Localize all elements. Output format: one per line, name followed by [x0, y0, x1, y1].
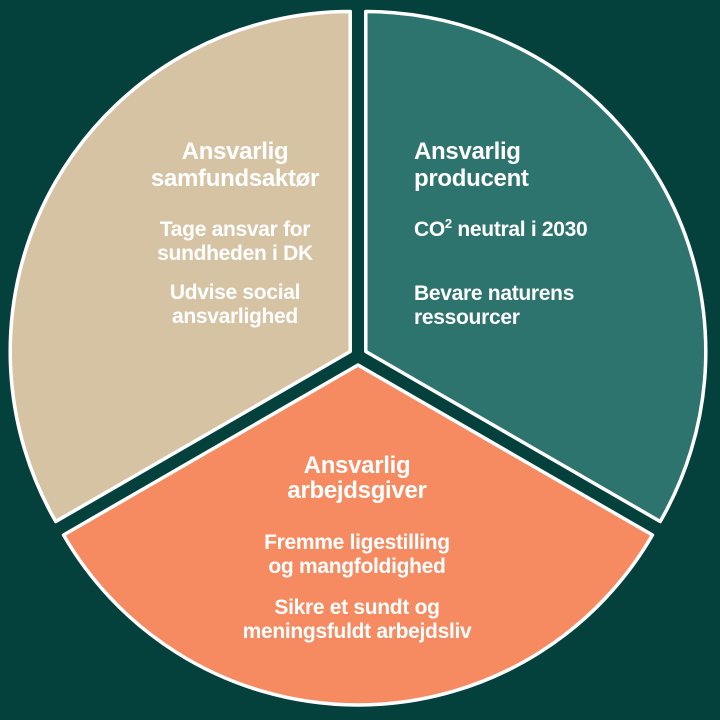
co2-superscript: 2 — [444, 216, 452, 231]
item-line: Tage ansvar for — [159, 218, 311, 241]
title-line: arbejdsgiver — [287, 477, 427, 504]
item-line: og mangfoldighed — [268, 555, 446, 578]
item-line: Bevare naturens — [414, 282, 575, 305]
segment-producent-shape — [364, 9, 708, 524]
title-line: samfundsaktør — [150, 165, 320, 192]
segment-producent-text: Ansvarlig producent CO2 neutral i 2030 B… — [414, 138, 684, 330]
title-line: Ansvarlig — [181, 138, 289, 165]
segment-samfundsaktor-text: Ansvarlig samfundsaktør Tage ansvar for … — [105, 138, 365, 329]
segment-producent-item-2: Bevare naturens ressourcer — [414, 282, 684, 330]
segment-samfundsaktor-title: Ansvarlig samfundsaktør — [105, 138, 365, 192]
title-line: Ansvarlig — [303, 452, 411, 479]
segment-arbejdsgiver-item-2: Sikre et sundt og meningsfuldt arbejdsli… — [177, 596, 537, 644]
segment-samfundsaktor-item-2: Udvise social ansvarlighed — [105, 281, 365, 329]
item-line: Udvise social — [169, 281, 301, 304]
segment-producent-item-1: CO2 neutral i 2030 — [414, 216, 684, 244]
segment-arbejdsgiver-shape — [61, 363, 655, 707]
segment-samfundsaktor-item-1: Tage ansvar for sundheden i DK — [105, 218, 365, 266]
segment-arbejdsgiver-item-1: Fremme ligestilling og mangfoldighed — [177, 531, 537, 579]
title-line: producent — [414, 165, 529, 192]
item-line: Fremme ligestilling — [264, 531, 450, 554]
item-line: sundheden i DK — [157, 242, 313, 265]
segment-arbejdsgiver-title: Ansvarlig arbejdsgiver — [177, 453, 537, 503]
segment-producent-title: Ansvarlig producent — [414, 138, 684, 192]
item-line: Sikre et sundt og — [274, 596, 440, 619]
title-line: Ansvarlig — [414, 138, 521, 165]
item-line: ressourcer — [414, 306, 520, 329]
segment-samfundsaktor-shape — [8, 9, 352, 524]
co2-rest: neutral i 2030 — [451, 218, 588, 241]
co2-prefix: CO — [414, 218, 445, 241]
item-line: ansvarlighed — [172, 305, 298, 328]
segment-arbejdsgiver-text: Ansvarlig arbejdsgiver Fremme ligestilli… — [177, 453, 537, 644]
item-line: meningsfuldt arbejdsliv — [242, 620, 472, 643]
